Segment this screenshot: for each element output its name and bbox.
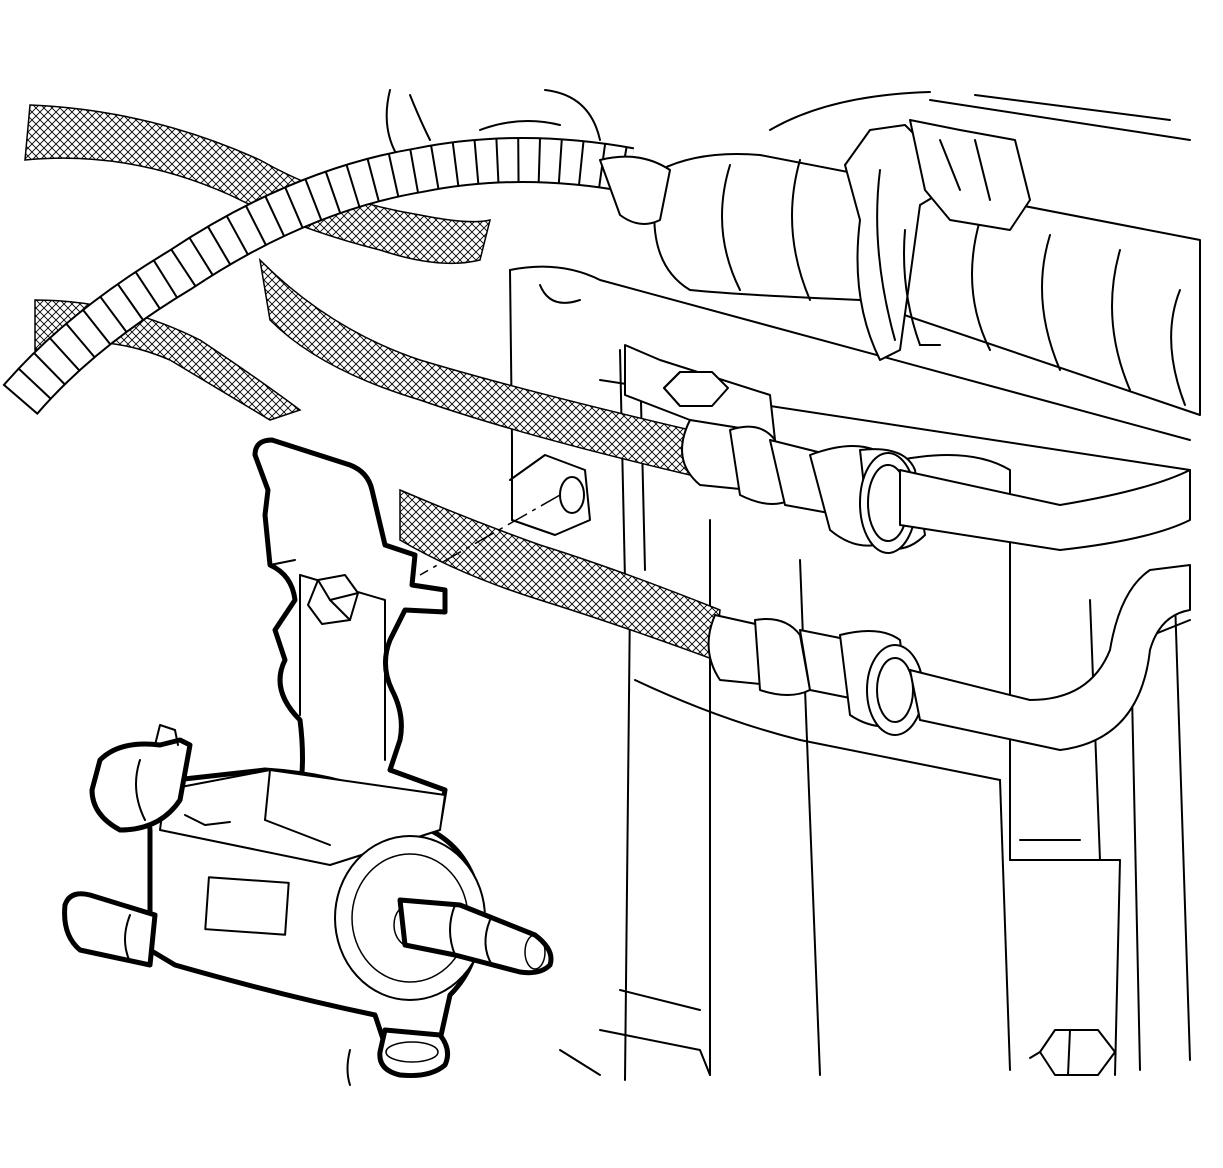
solenoid-valve-assembly [62, 437, 554, 1078]
mounting-boss [509, 454, 591, 536]
valve-label-plate [204, 876, 290, 936]
braided-hose-bottom [399, 488, 721, 662]
fuel-line-lower [707, 564, 1191, 751]
alignment-line [419, 494, 561, 576]
engine-bolt [1029, 1029, 1116, 1076]
valve-lower-port [62, 891, 158, 968]
valve-bottom-port [377, 1027, 451, 1078]
fuel-line-upper [681, 419, 1191, 554]
intake-tube [599, 153, 1201, 416]
valve-outlet-port [397, 897, 554, 976]
braided-hose-upper [24, 104, 492, 265]
valve-bracket [252, 437, 448, 838]
wiring-harness [2, 137, 635, 416]
valve-upper-port [89, 737, 193, 833]
hose-clamp [844, 119, 1031, 361]
